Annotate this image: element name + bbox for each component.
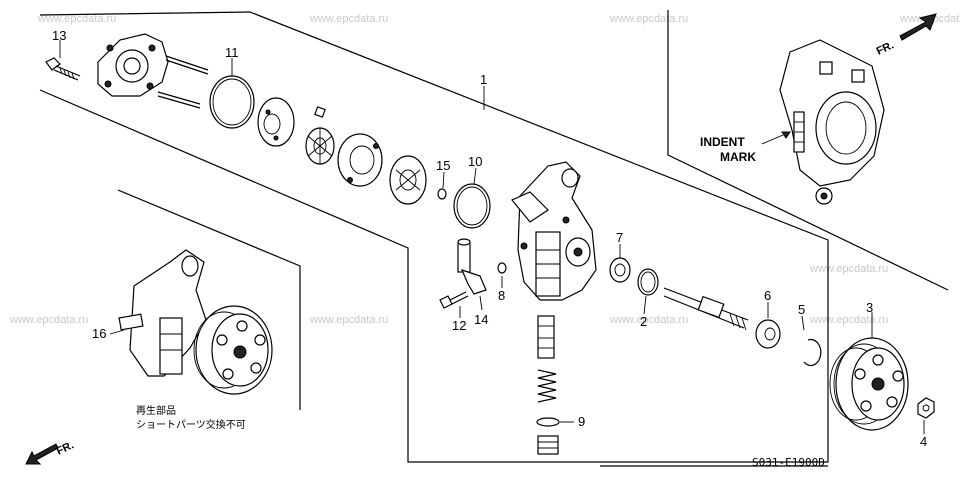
inset-frame-right [667, 10, 949, 291]
leader-5 [801, 315, 805, 331]
assembly-frame [39, 11, 829, 463]
leader-2 [643, 295, 647, 315]
part-number-8: 8 [498, 288, 505, 303]
part-number-7: 7 [616, 230, 623, 245]
fitting-14 [457, 238, 487, 295]
pulley-3 [829, 337, 909, 431]
pump-body [511, 161, 597, 301]
watermark: www.epcdata.ru [37, 13, 116, 25]
o-ring-9 [536, 417, 560, 427]
leader-14 [479, 295, 483, 311]
part-number-6: 6 [764, 288, 771, 303]
o-ring-15 [437, 188, 447, 200]
flow-control-valve [537, 315, 555, 359]
leader-10 [473, 167, 477, 185]
indent-mark-arrowhead [781, 131, 791, 139]
o-ring-8 [497, 262, 507, 274]
watermark: www.epcdata.ru [9, 314, 88, 326]
front-label-top: FR. [875, 39, 896, 57]
circlip-5 [803, 338, 822, 367]
cam-ring [337, 133, 383, 187]
drive-shaft [663, 287, 749, 331]
oil-seal-7 [609, 257, 631, 283]
part-number-15: 15 [436, 158, 450, 173]
watermark: www.epcdata.ru [309, 314, 388, 326]
part-number-9: 9 [578, 414, 585, 429]
bearing-6 [755, 319, 781, 349]
front-arrow-top [899, 13, 937, 41]
inset-frame-left [117, 189, 301, 410]
part-number-5: 5 [798, 302, 805, 317]
part-number-12: 12 [452, 318, 466, 333]
nut-4 [917, 397, 935, 419]
part-number-4: 4 [920, 434, 927, 449]
bolt-13 [45, 57, 81, 81]
vane [314, 106, 326, 118]
part-number-13: 13 [52, 28, 66, 43]
indent-mark-label-line2: MARK [720, 150, 756, 164]
bolt-12 [439, 291, 469, 309]
end-cover [97, 33, 169, 97]
rotor [305, 127, 335, 165]
assembled-pump [118, 249, 273, 395]
watermark: www.epcdata.ru [609, 314, 688, 326]
leader-15 [442, 171, 445, 189]
front-arrow-bottom [25, 443, 59, 465]
snap-ring-2 [637, 268, 659, 296]
note-line2: ショートパーツ交換不可 [136, 418, 246, 431]
part-number-14: 14 [474, 312, 488, 327]
part-number-16: 16 [92, 326, 106, 341]
side-plate-rear [389, 155, 427, 205]
valve-spring [537, 369, 557, 403]
watermark: www.epcdata.ru [309, 13, 388, 25]
part-number-11: 11 [225, 45, 239, 60]
o-ring-10 [453, 183, 491, 229]
watermark: www.epcdata.ru [809, 314, 888, 326]
front-label-bottom: FR. [55, 439, 76, 457]
o-ring-11 [209, 75, 255, 129]
leader-16 [109, 329, 125, 335]
part-number-10: 10 [468, 154, 482, 169]
watermark: www.epcdata.ru [609, 13, 688, 25]
note-line1: 再生部品 [136, 404, 176, 417]
indent-mark-label-line1: INDENT [700, 135, 745, 149]
side-plate [257, 97, 295, 147]
part-number-2: 2 [640, 314, 647, 329]
pump-body-rear [779, 39, 885, 205]
diagram-code: S031-E1900D [752, 456, 825, 469]
part-number-3: 3 [866, 300, 873, 315]
part-number-1: 1 [480, 72, 487, 87]
dowel-pins [157, 55, 209, 109]
valve-plug [537, 435, 559, 455]
watermark: www.epcdata.ru [809, 263, 888, 275]
